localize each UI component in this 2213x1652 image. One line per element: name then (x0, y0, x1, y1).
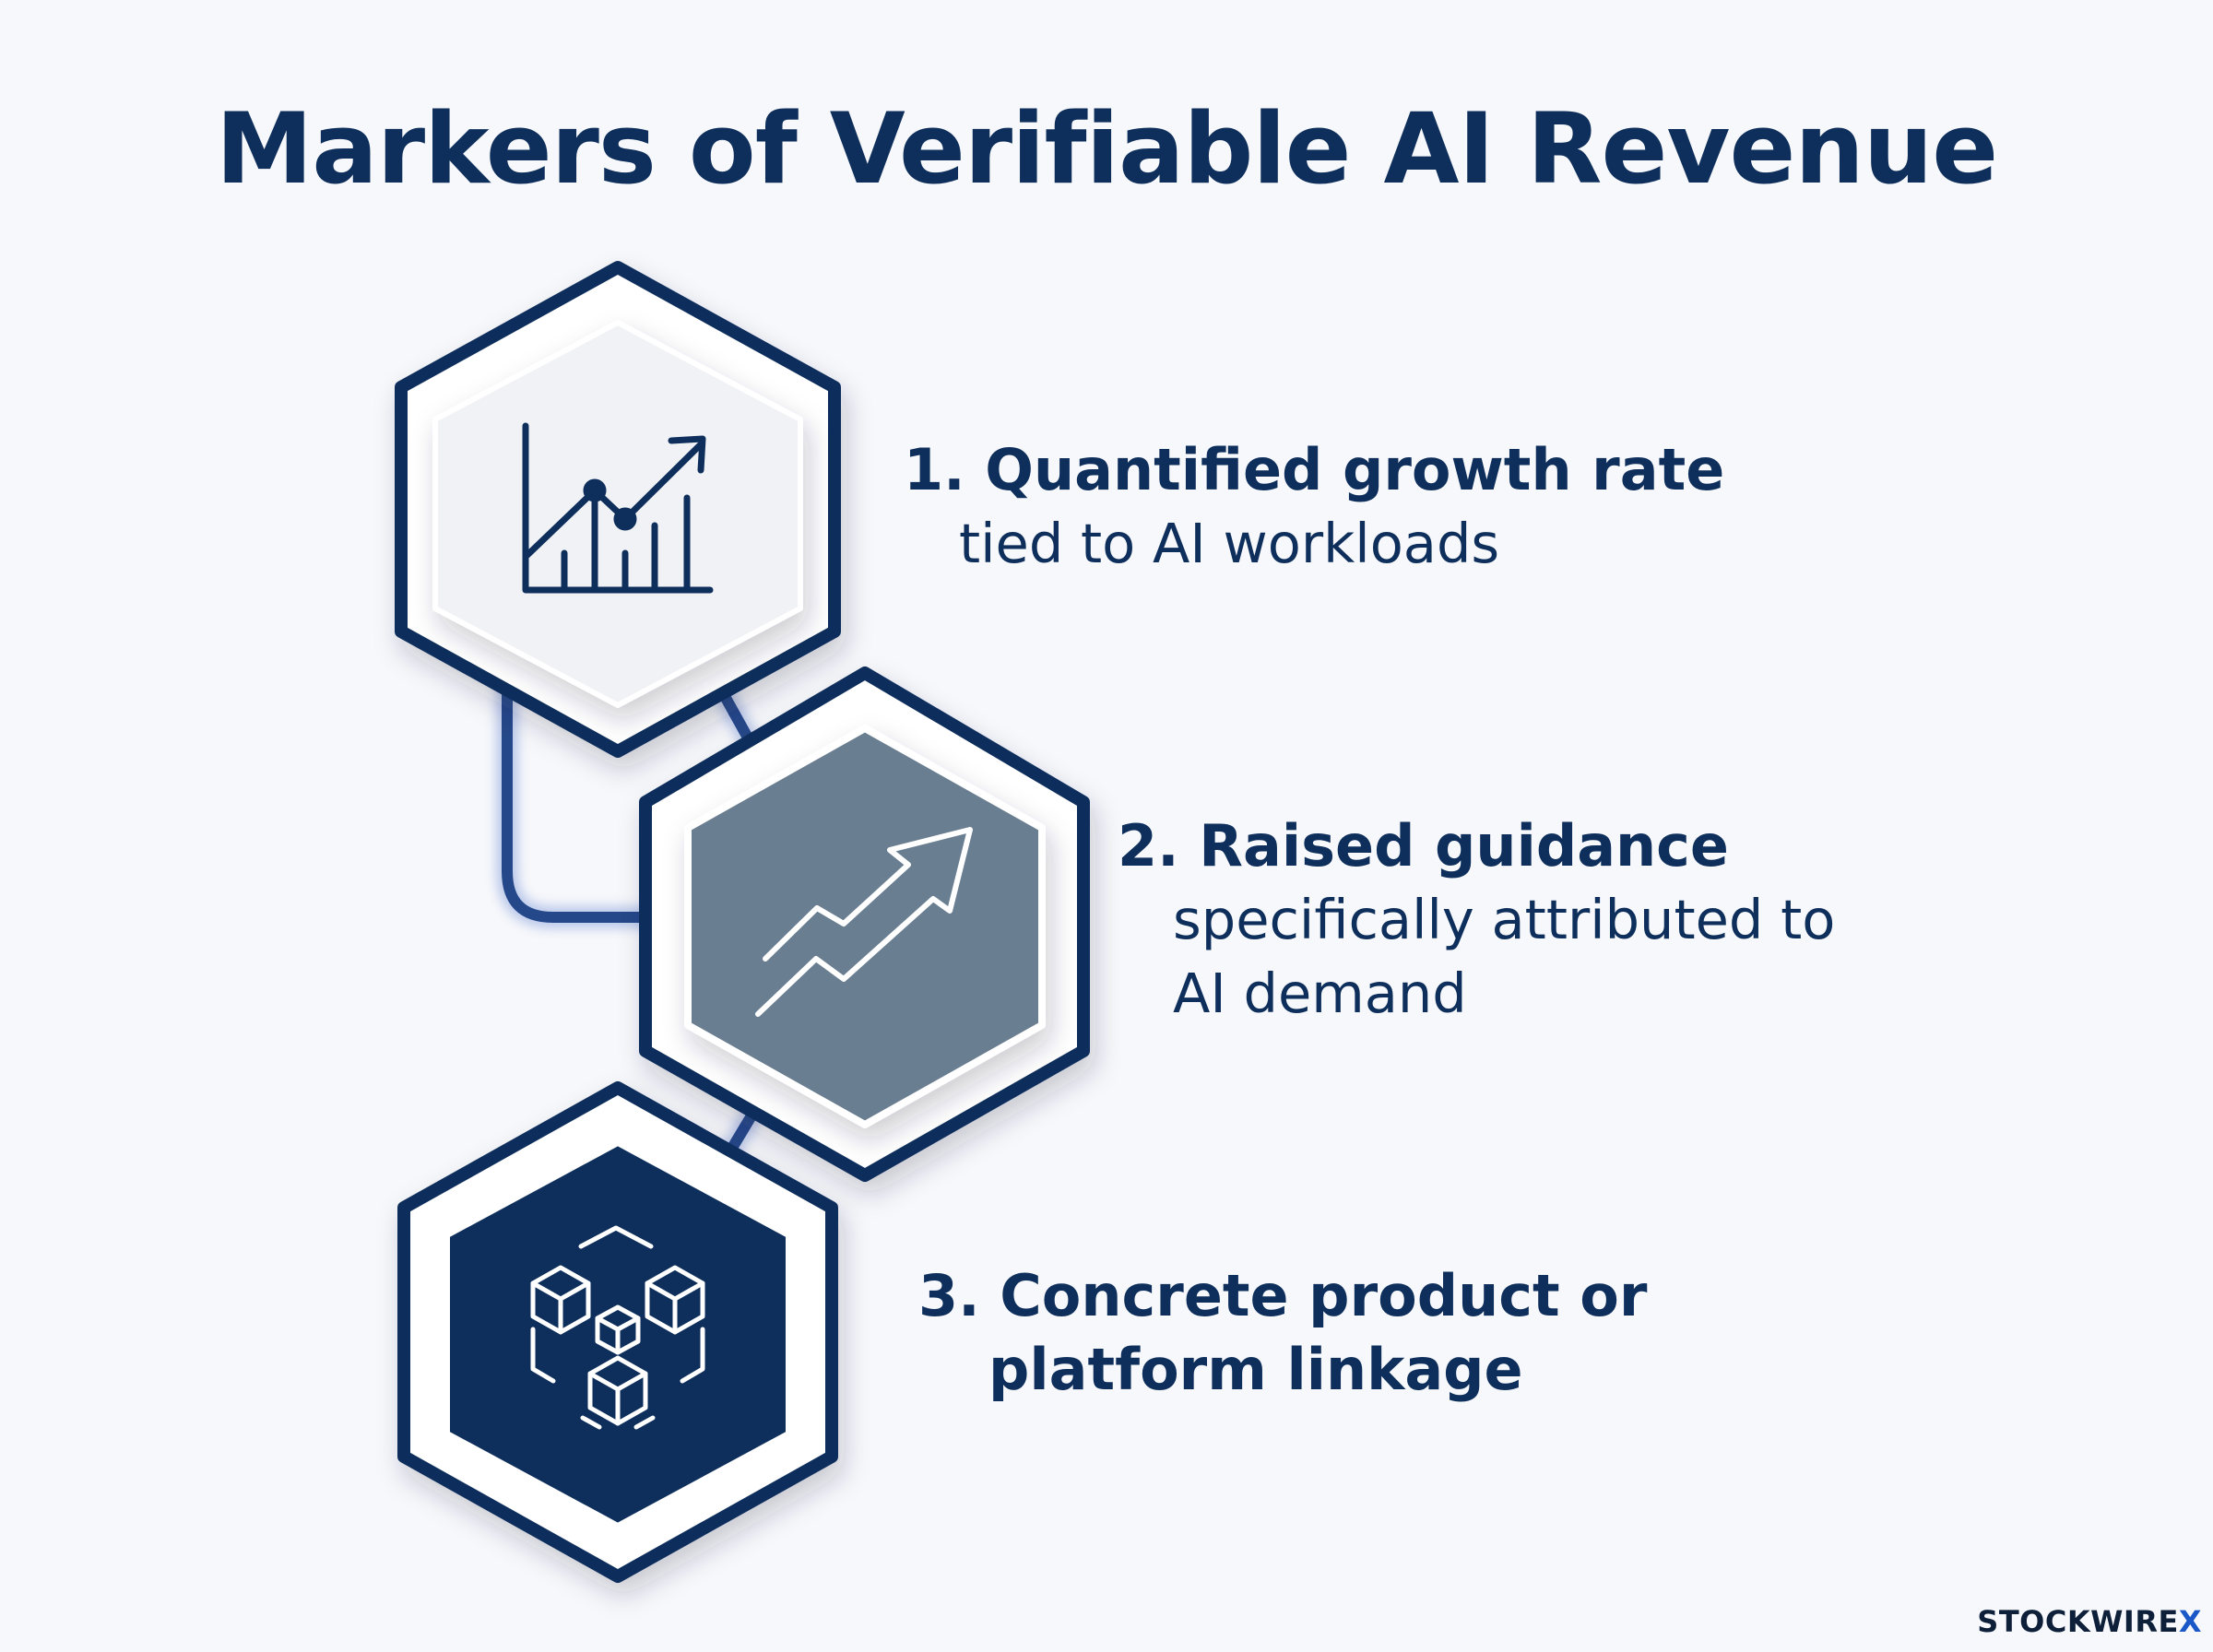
marker-3-description: platform linkage (988, 1336, 1523, 1403)
marker-2-label: 2. Raised guidance specifically attribut… (1118, 809, 1835, 1031)
brand-mark: X (2178, 1604, 2202, 1639)
brand-name: STOCKWIRE (1977, 1604, 2179, 1639)
brand-logo: STOCKWIREX (1977, 1604, 2202, 1639)
marker-1-label: 1. Quantified growth rate tied to AI wor… (904, 433, 1724, 581)
marker-2-description-line2: AI demand (1173, 962, 1467, 1025)
hexagon-3 (397, 1081, 838, 1583)
hexagon-2 (639, 667, 1090, 1182)
linked-cubes-icon (530, 1225, 705, 1430)
marker-2-description: specifically attributed to (1173, 888, 1836, 951)
marker-1-heading: 1. Quantified growth rate (904, 436, 1725, 503)
marker-1-description: tied to AI workloads (959, 512, 1500, 575)
zigzag-arrow-up-icon (755, 827, 973, 1017)
marker-3-label: 3. Concrete product or platform linkage (918, 1259, 1647, 1407)
marker-3-heading: 3. Concrete product or (918, 1262, 1648, 1329)
marker-2-heading: 2. Raised guidance (1118, 812, 1729, 879)
hexagon-1 (395, 261, 841, 758)
page-title: Markers of Verifiable AI Revenue (215, 92, 1998, 206)
bar-chart-trend-icon (522, 422, 714, 594)
